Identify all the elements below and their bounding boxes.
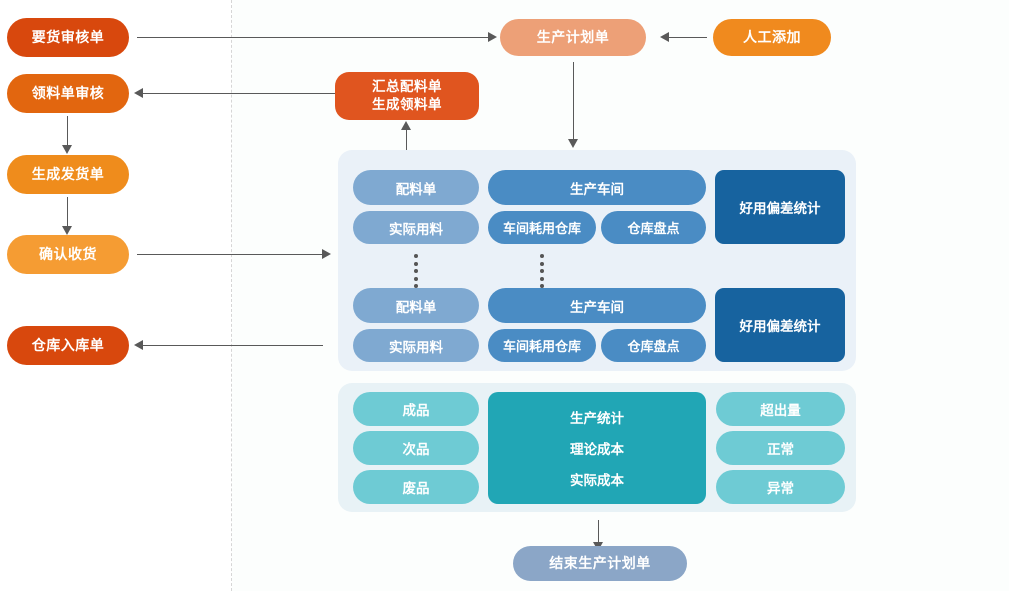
connector-production-to-inbound xyxy=(141,345,323,346)
vertical-dashed-divider xyxy=(231,0,232,591)
connector-picking-to-delivery xyxy=(67,116,68,146)
arrowhead-up-1 xyxy=(401,121,411,130)
node-aggregate-bom[interactable]: 汇总配料单 生成领料单 xyxy=(335,72,479,120)
blue-actual-material-1[interactable]: 实际用料 xyxy=(353,211,479,244)
ellipsis-dots-left xyxy=(414,254,418,288)
blue-deviation-1[interactable]: 好用偏差统计 xyxy=(715,170,845,244)
node-create-delivery[interactable]: 生成发货单 xyxy=(7,155,129,194)
node-requisition-review[interactable]: 要货审核单 xyxy=(7,18,129,57)
arrowhead-left-2 xyxy=(134,340,143,350)
arrowhead-down-1 xyxy=(62,145,72,154)
connector-plan-to-production xyxy=(573,62,574,140)
arrowhead-right-1 xyxy=(488,32,497,42)
teal-defective-goods[interactable]: 次品 xyxy=(353,431,479,465)
ellipsis-dots-center xyxy=(540,254,544,288)
connector-delivery-to-receipt xyxy=(67,197,68,227)
connector-stats-to-end xyxy=(598,520,599,543)
blue-workshop-2[interactable]: 生产车间 xyxy=(488,288,706,323)
teal-production-stats: 生产统计 xyxy=(570,411,624,427)
arrowhead-down-3 xyxy=(568,139,578,148)
arrowhead-down-2 xyxy=(62,226,72,235)
teal-abnormal[interactable]: 异常 xyxy=(716,470,845,504)
blue-stock-count-1[interactable]: 仓库盘点 xyxy=(601,211,706,244)
arrowhead-left-1 xyxy=(134,88,143,98)
blue-bom-2[interactable]: 配料单 xyxy=(353,288,479,323)
node-manual-add[interactable]: 人工添加 xyxy=(713,19,831,56)
teal-scrap-goods[interactable]: 废品 xyxy=(353,470,479,504)
connector-production-to-aggregate xyxy=(406,128,407,150)
teal-over-quantity[interactable]: 超出量 xyxy=(716,392,845,426)
blue-deviation-2[interactable]: 好用偏差统计 xyxy=(715,288,845,362)
blue-workshop-consume-1[interactable]: 车间耗用仓库 xyxy=(488,211,596,244)
node-warehouse-inbound[interactable]: 仓库入库单 xyxy=(7,326,129,365)
arrowhead-right-2 xyxy=(322,249,331,259)
blue-bom-1[interactable]: 配料单 xyxy=(353,170,479,205)
blue-stock-count-2[interactable]: 仓库盘点 xyxy=(601,329,706,362)
teal-theoretical-cost: 理论成本 xyxy=(570,441,624,457)
connector-manual-to-plan xyxy=(667,37,707,38)
blue-workshop-consume-2[interactable]: 车间耗用仓库 xyxy=(488,329,596,362)
teal-normal[interactable]: 正常 xyxy=(716,431,845,465)
blue-workshop-1[interactable]: 生产车间 xyxy=(488,170,706,205)
node-production-plan[interactable]: 生产计划单 xyxy=(500,19,646,56)
node-confirm-receipt[interactable]: 确认收货 xyxy=(7,235,129,274)
connector-requisition-to-plan xyxy=(137,37,489,38)
teal-finished-goods[interactable]: 成品 xyxy=(353,392,479,426)
teal-actual-cost: 实际成本 xyxy=(570,472,624,488)
connector-receipt-to-production xyxy=(137,254,323,255)
node-picking-review[interactable]: 领料单审核 xyxy=(7,74,129,113)
blue-actual-material-2[interactable]: 实际用料 xyxy=(353,329,479,362)
connector-aggregate-to-picking xyxy=(141,93,335,94)
arrowhead-left-0 xyxy=(660,32,669,42)
node-end-production-plan[interactable]: 结束生产计划单 xyxy=(513,546,687,581)
teal-center-stats[interactable]: 生产统计 理论成本 实际成本 xyxy=(488,392,706,504)
